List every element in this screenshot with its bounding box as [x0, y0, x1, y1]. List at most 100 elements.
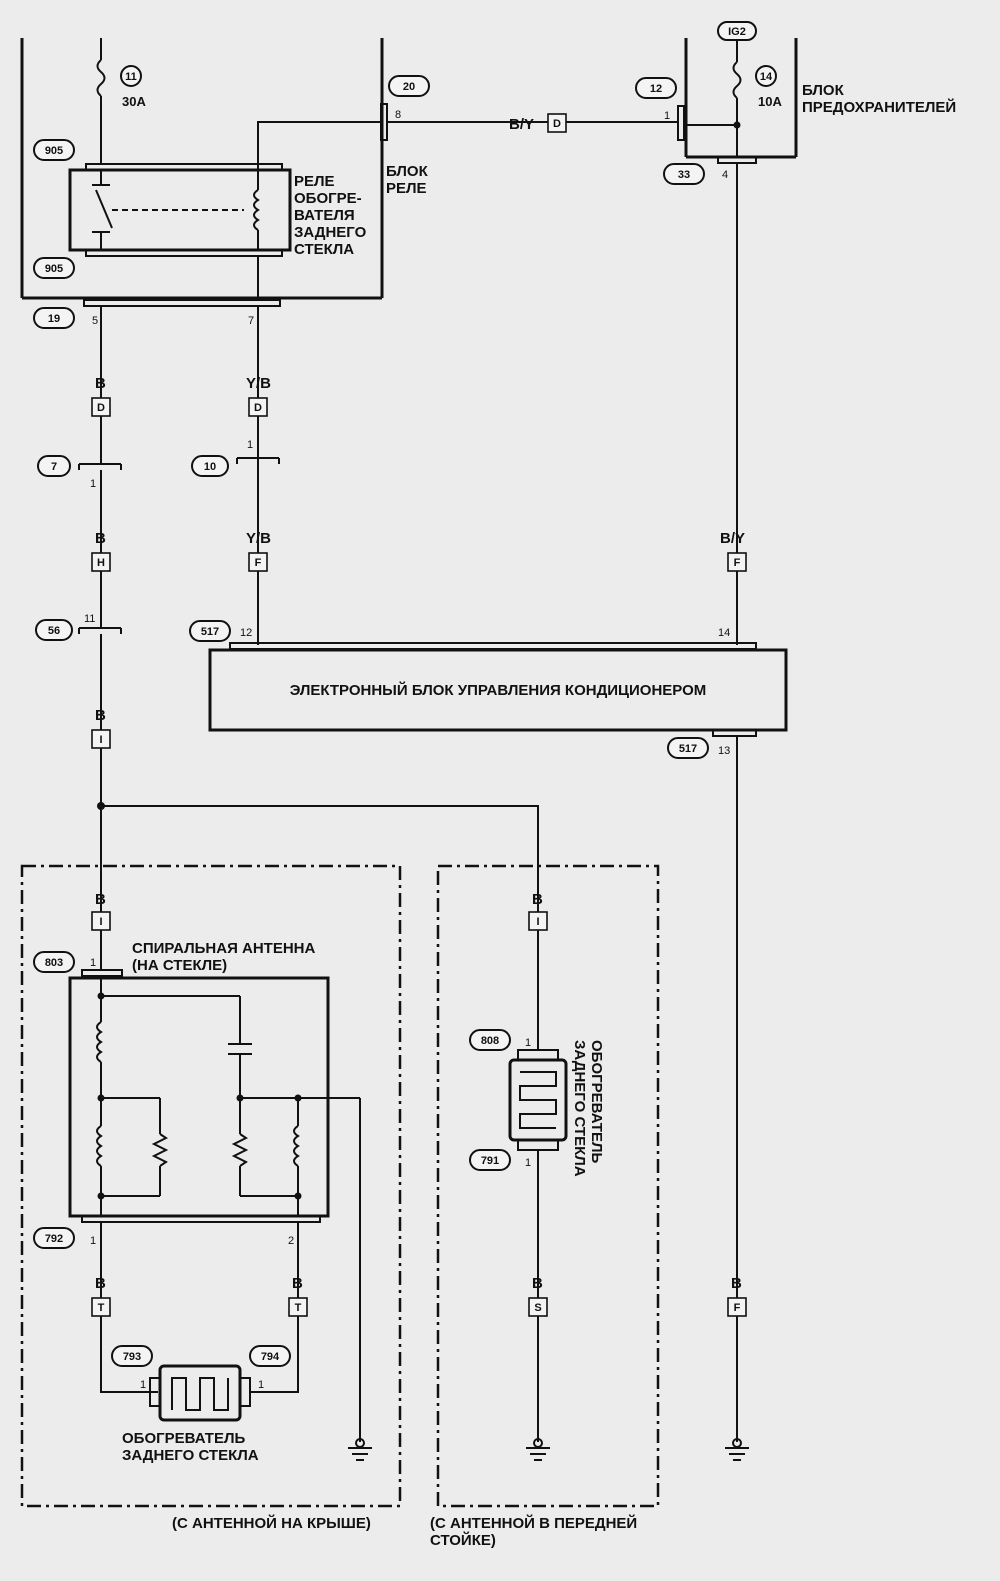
connector-803-label: 803: [45, 957, 63, 969]
connector-12: 12 1: [635, 77, 737, 141]
heater-left-label-1: ОБОГРЕВАТЕЛЬ: [122, 1430, 245, 1447]
connector-12-label: 12: [650, 83, 662, 95]
wire-by-top-label: B/Y: [509, 116, 534, 133]
pin-5: 5: [92, 315, 98, 327]
wire-yb-middle: Y/B D 10 1 Y/B F: [191, 306, 280, 645]
pin-1-c792: 1: [90, 1235, 96, 1247]
connector-793-label: 793: [123, 1351, 141, 1363]
connector-808-label: 808: [481, 1035, 499, 1047]
pin-14: 14: [718, 627, 730, 639]
relay-label-4: ЗАДНЕГО: [294, 224, 367, 241]
wire-b-f-label: B: [731, 1275, 742, 1292]
pin-1-c808: 1: [525, 1037, 531, 1049]
wire-relay-to-20: [257, 121, 381, 170]
connector-56-label: 56: [48, 625, 60, 637]
code-f-mid: F: [255, 557, 262, 569]
variant-pillar-caption-1: (С АНТЕННОЙ В ПЕРЕДНЕЙ: [430, 1514, 637, 1532]
defogger-relay: 905 905 РЕЛЕ ОБОГРЕ- ВАТЕЛЯ ЗАДНЕГО СТЕК…: [33, 139, 367, 279]
connector-7: 7 1: [37, 455, 122, 490]
wire-b-antenna: B I: [91, 806, 111, 970]
relay-label-3: ВАТЕЛЯ: [294, 207, 355, 224]
pin-1-c12: 1: [664, 110, 670, 122]
connector-33-label: 33: [678, 169, 690, 181]
variant-pillar-frame: [436, 864, 660, 1508]
wire-yb1-label: Y/B: [246, 375, 271, 392]
wire-branch-right: [101, 805, 539, 868]
ac-unit-label: ЭЛЕКТРОННЫЙ БЛОК УПРАВЛЕНИЯ КОНДИЦИОНЕРО…: [290, 681, 707, 699]
connector-905-top: 905: [45, 145, 63, 157]
relay-label-5: СТЕКЛА: [294, 241, 354, 258]
pin-11: 11: [84, 613, 95, 625]
wire-b-t2-label: B: [292, 1275, 303, 1292]
code-d-left: D: [97, 402, 105, 414]
code-t2: T: [295, 1302, 302, 1314]
ig2-supply: IG2 14 10A: [717, 21, 782, 157]
pin-1-c794: 1: [258, 1379, 264, 1391]
wire-b-left-label: B: [95, 375, 106, 392]
connector-791-label: 791: [481, 1155, 499, 1167]
pin-1-c793: 1: [140, 1379, 146, 1391]
rear-defogger-heater-right: 808 1 791 1 ОБОГРЕВАТЕЛЬ ЗАДНЕГО СТЕКЛА: [469, 1029, 605, 1177]
relay-label-2: ОБОГРЕ-: [294, 190, 362, 207]
variant-roof-caption: (С АНТЕННОЙ НА КРЫШЕ): [172, 1514, 371, 1532]
pin-8: 8: [395, 109, 401, 121]
heater-right-label-1: ОБОГРЕВАТЕЛЬ: [588, 1040, 605, 1163]
code-f-right: F: [734, 557, 741, 569]
fuse-11-rating: 30A: [122, 94, 146, 109]
ground-icon-right: [725, 1438, 749, 1461]
wire-b-ant-label: B: [95, 891, 106, 908]
ground-icon-left: [348, 1438, 372, 1461]
wire-b-left-3: B I: [91, 634, 111, 810]
rear-defogger-heater-left: 793 794 1 1 ОБОГРЕВАТЕЛЬ ЗАДНЕГО СТЕКЛА: [111, 1345, 291, 1464]
relay-block-label-1: БЛОК: [386, 163, 429, 180]
code-d-mid: D: [254, 402, 262, 414]
wire-by-top: B/Y D: [387, 113, 678, 133]
antenna-label-1: СПИРАЛЬНАЯ АНТЕННА: [132, 940, 316, 957]
connector-20: 20 8 БЛОК РЕЛЕ: [380, 75, 430, 197]
pin-4: 4: [722, 169, 728, 181]
antenna-label-2: (НА СТЕКЛЕ): [132, 957, 227, 974]
connector-19-label: 19: [48, 313, 60, 325]
wire-b-left2-label: B: [95, 530, 106, 547]
pin-1-c791: 1: [525, 1157, 531, 1169]
connector-905-bottom: 905: [45, 263, 63, 275]
wire-b-pillar-label: B: [532, 891, 543, 908]
connector-19: 19 5 7: [33, 299, 281, 329]
fuse-14-number: 14: [760, 71, 773, 83]
wire-b-s: B S: [528, 1150, 548, 1442]
heater-left-label-2: ЗАДНЕГО СТЕКЛА: [122, 1447, 259, 1464]
wire-b-right-ground: B F: [727, 736, 747, 1442]
code-d-top: D: [553, 118, 561, 130]
fuse-block-label-1: БЛОК: [802, 82, 845, 99]
fuse-11-number: 11: [125, 71, 137, 83]
wire-b-left: B D: [91, 306, 111, 464]
connector-517-top: 517: [201, 626, 219, 638]
pin-7: 7: [248, 315, 254, 327]
connector-517-bottom: 517: [679, 743, 697, 755]
wire-b-left-2: B H: [91, 470, 111, 628]
fuse-14-rating: 10A: [758, 94, 782, 109]
fuse-11: 11 30A: [96, 38, 146, 165]
fuse-block-label-2: ПРЕДОХРАНИТЕЛЕЙ: [802, 98, 956, 116]
variant-pillar-caption-2: СТОЙКЕ): [430, 1531, 496, 1549]
ground-icon-middle: [526, 1438, 550, 1461]
code-t1: T: [98, 1302, 105, 1314]
wire-b-pillar: B I: [528, 868, 548, 1050]
connector-20-label: 20: [403, 81, 415, 93]
code-h-left: H: [97, 557, 105, 569]
wire-by-right-label: B/Y: [720, 530, 745, 547]
connector-7-label: 7: [51, 461, 57, 473]
pin-12: 12: [240, 627, 252, 639]
code-i-pillar: I: [536, 916, 539, 928]
code-i-ant: I: [99, 916, 102, 928]
ig2-label: IG2: [728, 26, 746, 38]
connector-33: 33 4: [663, 156, 757, 185]
heater-right-label-2: ЗАДНЕГО СТЕКЛА: [571, 1040, 588, 1177]
pin-13: 13: [718, 745, 730, 757]
pin-2-c792: 2: [288, 1235, 294, 1247]
wire-b-s-label: B: [532, 1275, 543, 1292]
wire-t1: B T: [91, 1222, 158, 1393]
wire-by-right: B/Y F: [720, 163, 747, 645]
connector-794-label: 794: [261, 1351, 280, 1363]
